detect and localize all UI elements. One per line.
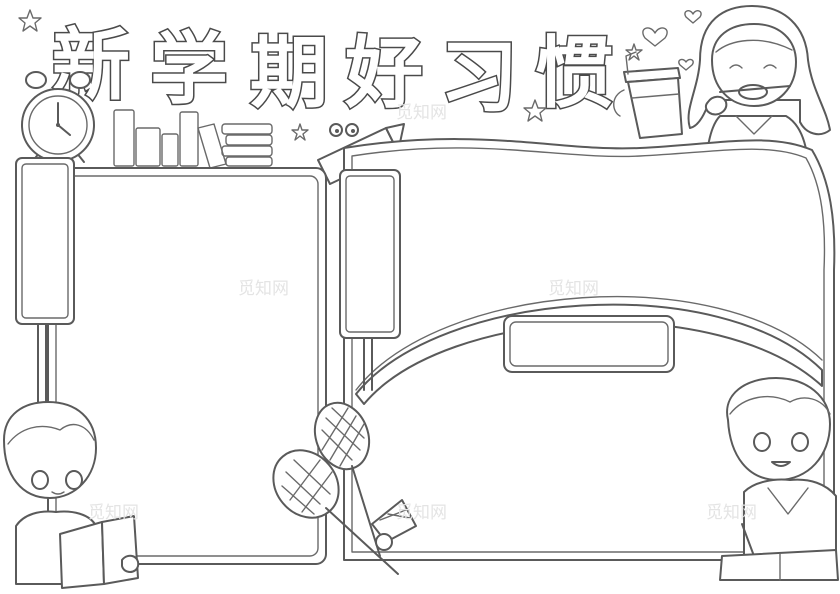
watermark: 觅知网: [396, 503, 447, 523]
watermark: 觅知网: [396, 103, 447, 123]
boy-reading-book: [3, 401, 140, 589]
watermark: 觅知网: [88, 503, 139, 523]
heart-icon: [642, 27, 668, 47]
title-char-3: 期: [250, 29, 328, 119]
left-title-tag: [15, 157, 75, 325]
boy-writing: [719, 377, 839, 581]
star-icon: [291, 123, 309, 141]
girl-brushing-teeth: [687, 5, 831, 163]
star-icon: [625, 43, 643, 61]
cup-icon: [613, 51, 683, 139]
heart-icon: [684, 10, 702, 24]
badminton-racket-icon: [272, 449, 399, 575]
star-icon: [18, 9, 42, 32]
watermark-layer: 觅知网 觅知网 觅知网 觅知网 觅知网 觅知网: [88, 103, 757, 523]
title-banner: 新 学 期 好 习 惯: [51, 20, 615, 125]
arch-title-tag: [503, 315, 675, 373]
title-char-4: 好: [344, 29, 423, 119]
star-icon: [523, 99, 547, 122]
book-stack-icon: [113, 109, 273, 169]
title-char-2: 学: [150, 25, 228, 115]
watermark: 觅知网: [238, 279, 289, 299]
watermark: 觅知网: [706, 503, 757, 523]
heart-icon: [678, 58, 694, 71]
left-panel: [37, 167, 327, 565]
title-char-5: 习: [440, 33, 518, 123]
shuttlecock-icon: [371, 499, 417, 551]
watermark: 觅知网: [548, 279, 599, 299]
title-char-6: 惯: [535, 29, 613, 119]
right-title-tag: [339, 169, 401, 391]
alarm-clock-icon: [21, 71, 95, 163]
